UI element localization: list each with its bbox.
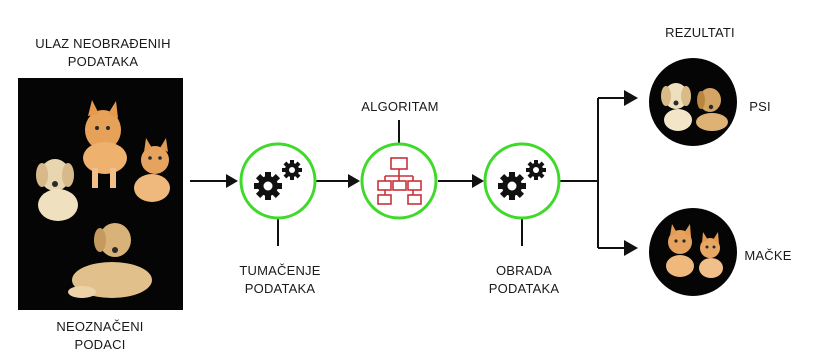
raw-data-photo	[18, 78, 183, 310]
interpretation-node	[239, 142, 317, 220]
algorithm-node	[360, 142, 438, 220]
results-label: REZULTATI	[665, 25, 735, 40]
interpretation-label: TUMAČENJE PODATAKA	[239, 263, 321, 296]
arrowhead-icon	[472, 174, 484, 188]
processing-node	[483, 142, 561, 220]
cats-image	[666, 224, 723, 278]
cats-result-node	[649, 208, 737, 296]
dogs-label: PSI	[749, 99, 771, 114]
processing-label: OBRADA PODATAKA	[488, 263, 560, 296]
arrowhead-icon	[348, 174, 360, 188]
input-title: ULAZ NEOBRAĐENIH PODATAKA	[35, 36, 171, 69]
cats-label: MAČKE	[744, 248, 792, 263]
dogs-result-node	[649, 58, 737, 146]
arrowhead-icon	[624, 240, 638, 256]
kitten-image	[83, 100, 127, 188]
flowchart-icon	[377, 157, 422, 205]
input-caption: NEOZNAČENI PODACI	[56, 319, 144, 352]
ginger-kitten-image	[134, 138, 170, 202]
arrowhead-icon	[624, 90, 638, 106]
arrowhead-icon	[226, 174, 238, 188]
algorithm-label: ALGORITAM	[361, 99, 439, 114]
puppy-image	[36, 159, 78, 221]
dogs-image	[661, 83, 728, 131]
dog-image	[68, 223, 152, 298]
